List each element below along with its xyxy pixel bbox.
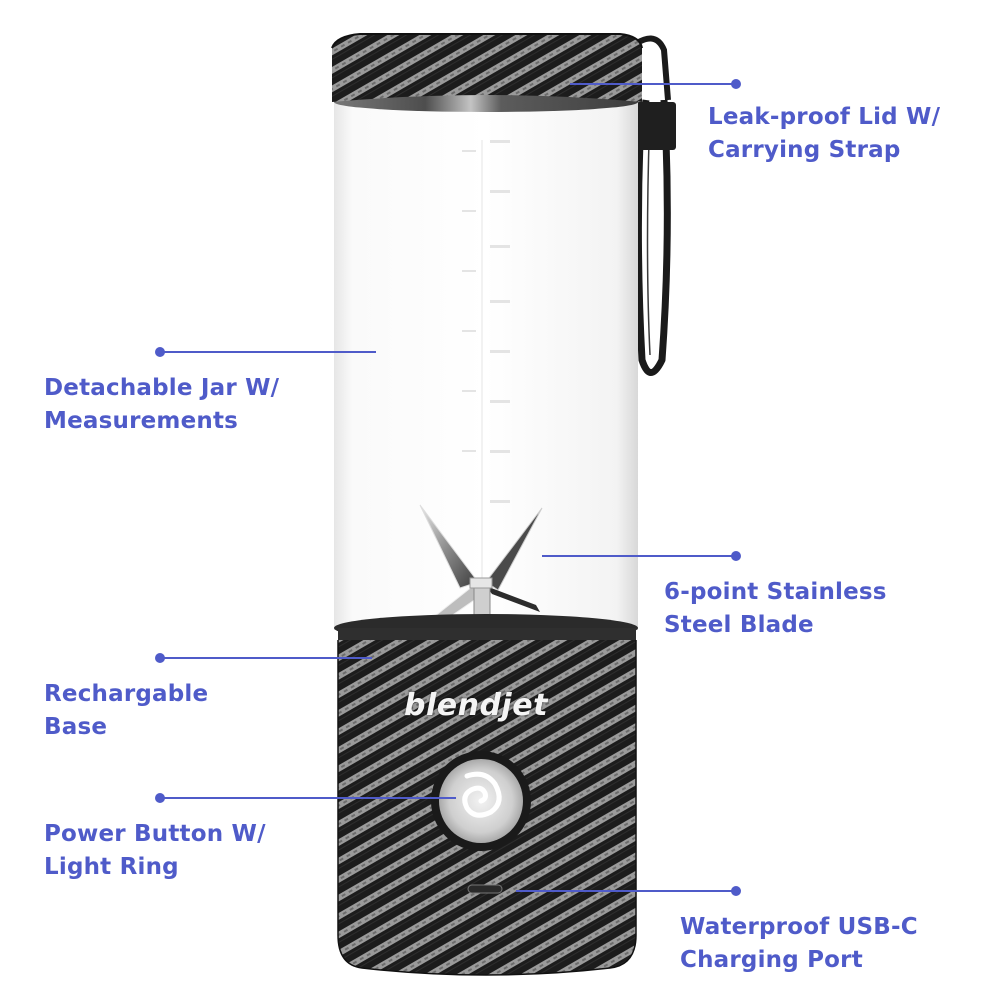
callout-base-line2: Base: [44, 714, 108, 740]
callout-base: Rechargable Base: [44, 678, 208, 744]
callout-lid-line1: Leak-proof Lid W/: [708, 104, 941, 130]
callout-jar: Detachable Jar W/ Measurements: [44, 372, 279, 438]
power-button[interactable]: [431, 751, 531, 851]
callout-lines: [155, 79, 741, 896]
spiral-icon: [462, 771, 502, 818]
callout-blade: 6-point Stainless Steel Blade: [664, 576, 887, 642]
callout-port: Waterproof USB-C Charging Port: [680, 911, 918, 977]
callout-blade-line1: 6-point Stainless: [664, 579, 887, 605]
brand-logo: blendjet: [404, 688, 548, 723]
measurement-marks: [462, 140, 510, 503]
usb-c-port: [467, 884, 503, 894]
callout-lid: Leak-proof Lid W/ Carrying Strap: [708, 101, 940, 167]
carrying-strap: [628, 35, 676, 376]
callout-jar-line2: Measurements: [44, 408, 239, 434]
callout-lid-line2: Carrying Strap: [708, 137, 901, 163]
callout-jar-line1: Detachable Jar W/: [44, 375, 280, 401]
callout-base-line1: Rechargable: [44, 681, 209, 707]
callout-button: Power Button W/ Light Ring: [44, 818, 266, 884]
callout-blade-line2: Steel Blade: [664, 612, 814, 638]
callout-port-line2: Charging Port: [680, 947, 863, 973]
callout-button-line2: Light Ring: [44, 854, 179, 880]
jar: [334, 92, 638, 630]
callout-port-line1: Waterproof USB-C: [680, 914, 918, 940]
lid: [331, 33, 643, 102]
callout-button-line1: Power Button W/: [44, 821, 266, 847]
